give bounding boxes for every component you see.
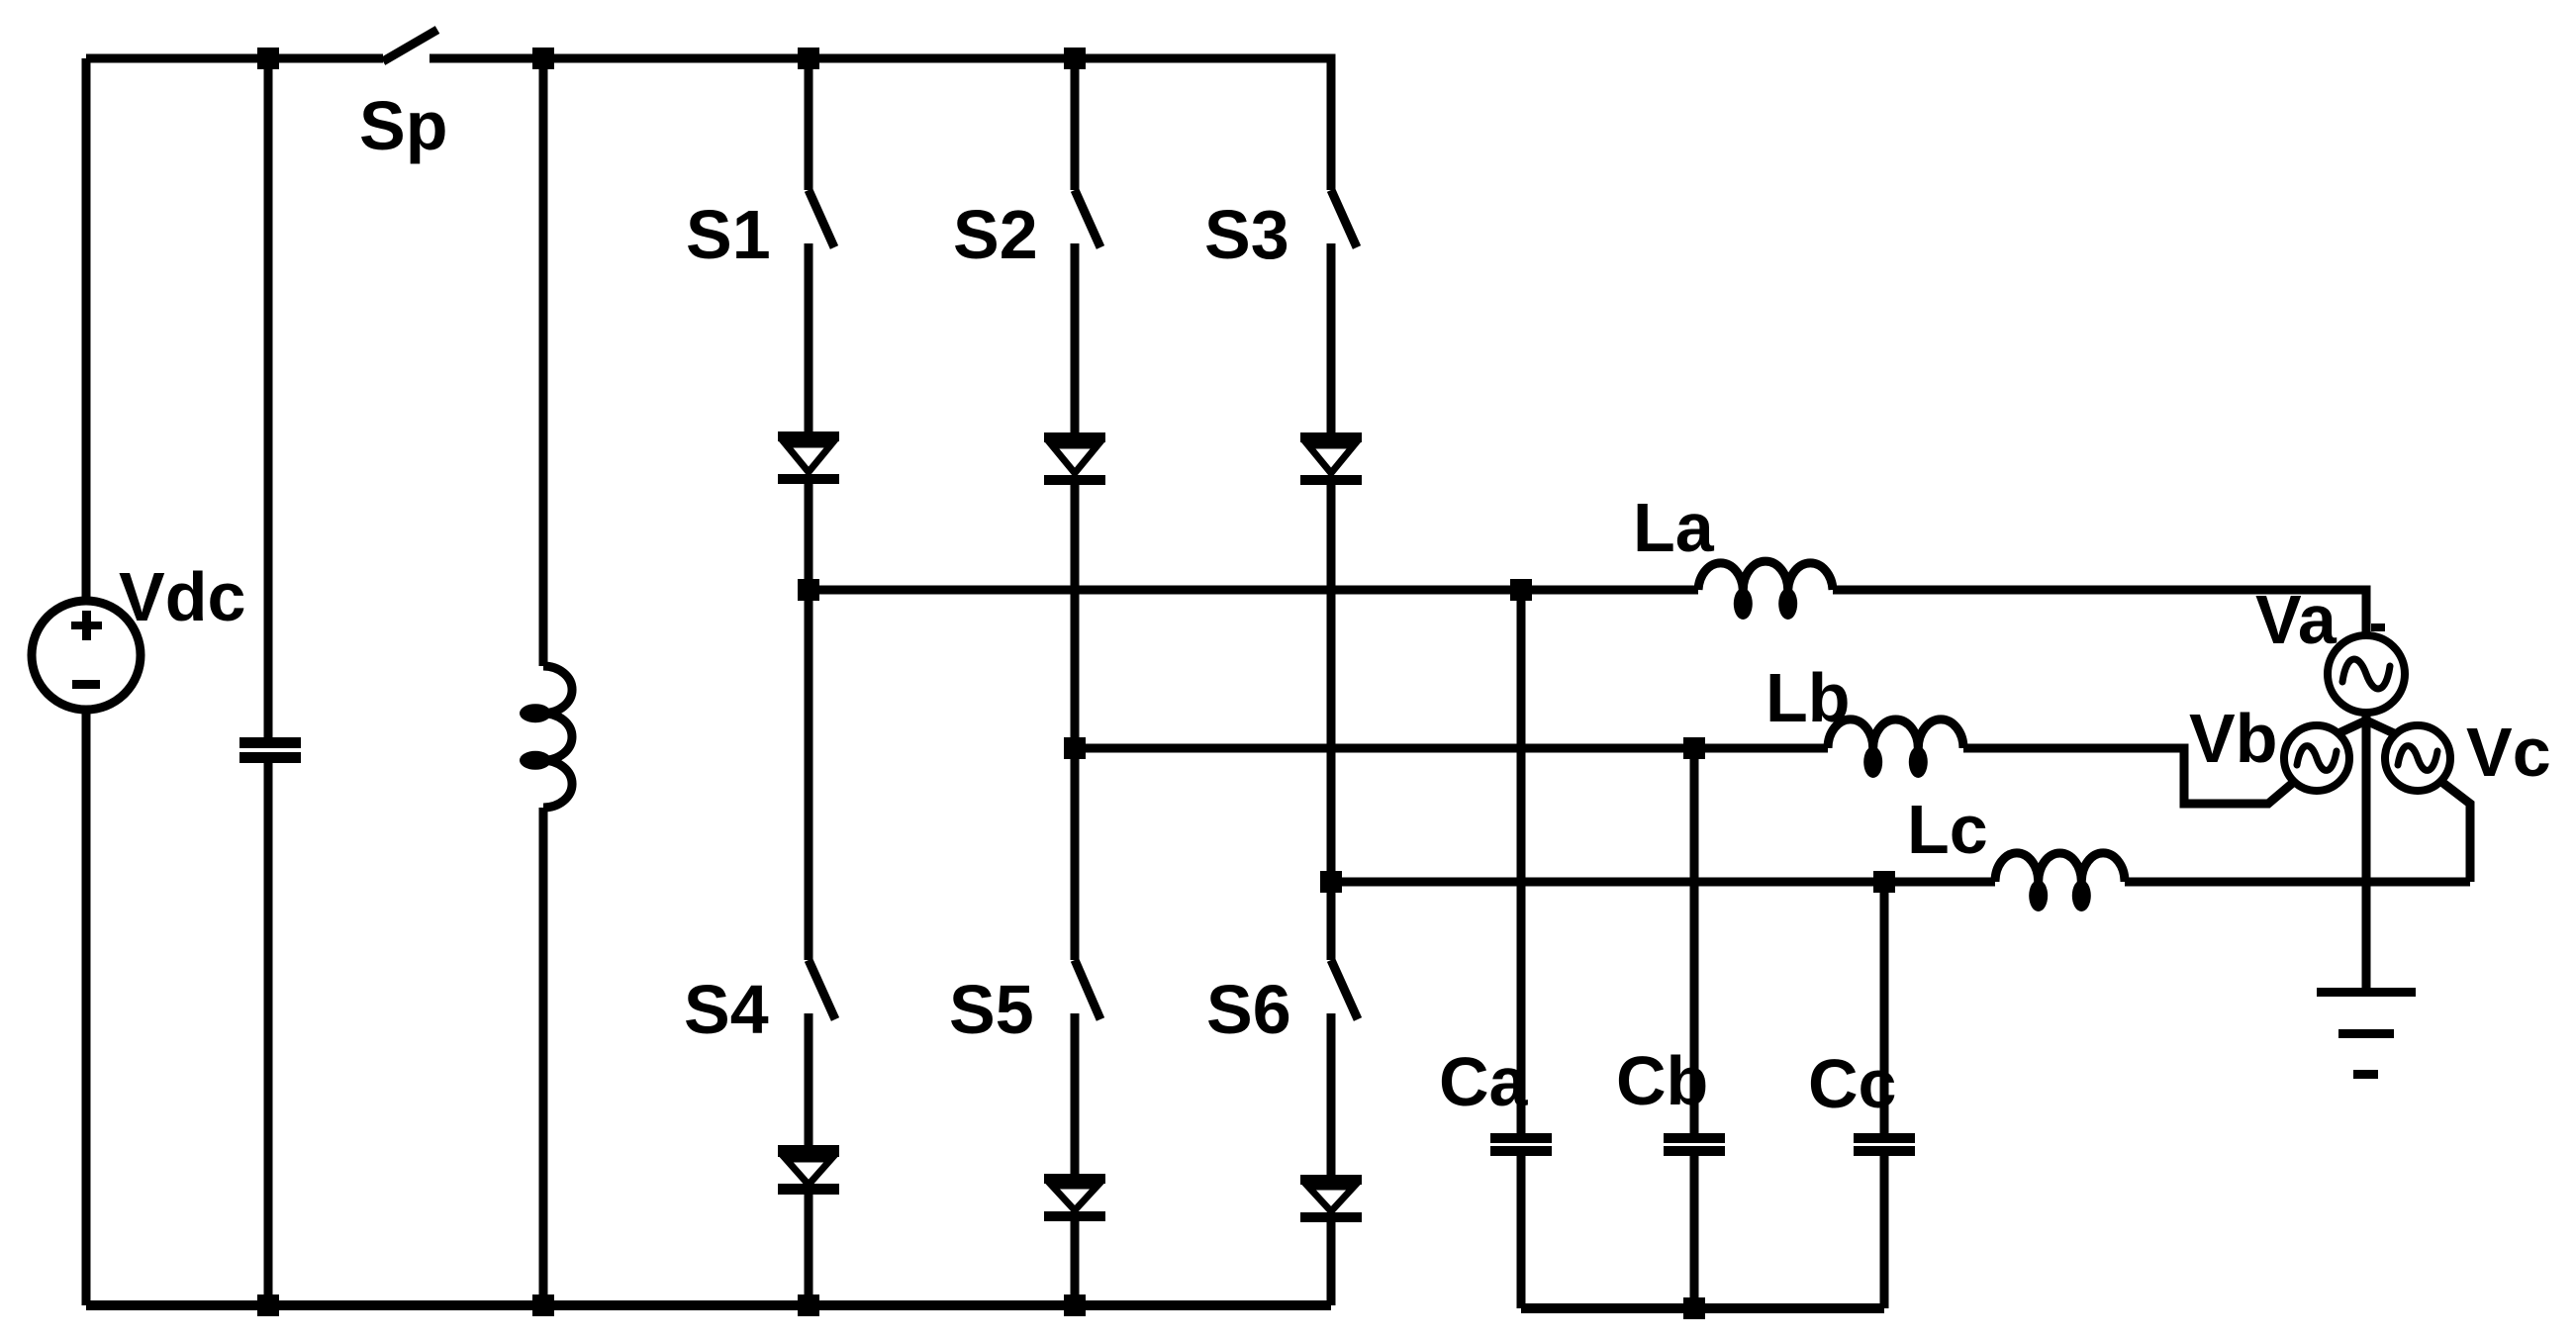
svg-text:S6: S6 (1206, 971, 1291, 1048)
svg-text:Va: Va (2255, 581, 2337, 658)
svg-text:La: La (1633, 489, 1715, 566)
svg-text:Sp: Sp (359, 87, 447, 164)
svg-text:Lb: Lb (1765, 659, 1851, 736)
svg-text:S5: S5 (949, 971, 1034, 1048)
svg-text:Lc: Lc (1907, 791, 1988, 868)
svg-text:Ca: Ca (1439, 1043, 1529, 1120)
svg-text:S3: S3 (1204, 196, 1289, 273)
svg-text:Vb: Vb (2189, 700, 2277, 777)
svg-text:Vdc: Vdc (119, 558, 245, 635)
svg-text:S4: S4 (684, 971, 769, 1048)
svg-text:S2: S2 (953, 196, 1038, 273)
svg-text:Vc: Vc (2466, 714, 2551, 791)
svg-text:Cb: Cb (1616, 1042, 1708, 1119)
svg-text:S1: S1 (686, 196, 771, 273)
svg-text:Cc: Cc (1808, 1045, 1896, 1122)
